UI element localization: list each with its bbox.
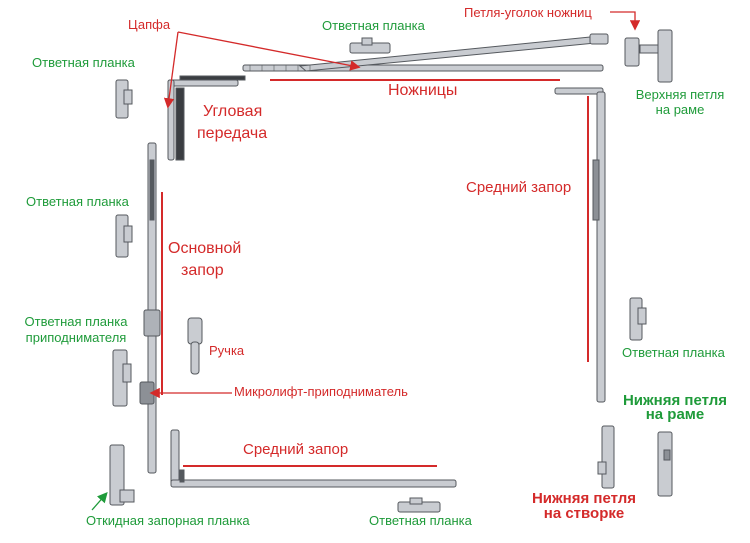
label-middle-lock-bottom: Средний запор (243, 441, 349, 458)
label-bottom-sash-hinge-2: на створке (543, 505, 625, 522)
fittings (109, 29, 673, 513)
strike-plate-left-mid (115, 214, 133, 258)
label-strike-plate-left-top: Ответная планка (32, 55, 135, 70)
tilt-strike-plate (109, 444, 135, 506)
label-tsapfa: Цапфа (128, 17, 171, 32)
label-bottom-frame-hinge-1: Нижняя петля (622, 392, 728, 409)
label-top-frame-hinge-2: на раме (655, 102, 705, 117)
lifter-strike-plate (112, 349, 132, 407)
arrow-tsapfa-2 (177, 31, 361, 71)
label-microlift: Микролифт-приподниматель (234, 384, 408, 399)
scissors-part (242, 33, 609, 72)
label-strike-plate-top: Ответная планка (322, 18, 425, 33)
label-lifter-strike-2: приподнимателя (25, 330, 127, 345)
bottom-sash-hinge (597, 425, 615, 489)
label-strike-plate-right: Ответная планка (622, 345, 725, 360)
label-corner-drive-2: передача (197, 125, 268, 142)
label-bottom-frame-hinge-2: на раме (645, 406, 705, 423)
label-strike-plate-left-mid: Ответная планка (26, 194, 129, 209)
bottom-middle-lock-bar (170, 429, 457, 488)
label-tilt-strike-plate: Откидная запорная планка (86, 513, 250, 528)
bottom-frame-hinge (657, 431, 673, 497)
label-scissors: Ножницы (388, 82, 458, 99)
strike-plate-left-top (115, 79, 133, 119)
strike-plate-right (629, 297, 647, 341)
strike-plate-bottom (397, 497, 441, 513)
main-lock-bar (139, 142, 161, 474)
label-scissor-corner-hinge: Петля-уголок ножниц (464, 5, 592, 20)
top-frame-hinge (624, 29, 673, 83)
handle-part (187, 317, 203, 375)
label-handle: Ручка (209, 343, 245, 358)
arrow-otkidnaya (91, 492, 108, 511)
label-top-frame-hinge-1: Верхняя петля (635, 87, 725, 102)
label-corner-drive-1: Угловая (203, 103, 263, 120)
label-main-lock-2: запор (181, 262, 224, 279)
sash-outline (161, 79, 589, 467)
label-bottom-sash-hinge-1: Нижняя петля (531, 490, 637, 507)
annotation-arrows (91, 11, 641, 511)
label-lifter-strike-1: Ответная планка (24, 314, 128, 329)
right-middle-lock-bar (554, 87, 606, 403)
label-strike-plate-bottom: Ответная планка (369, 513, 472, 528)
label-middle-lock-right: Средний запор (466, 179, 572, 196)
label-main-lock-1: Основной (168, 240, 242, 257)
arrow-tsapfa-1 (163, 31, 179, 109)
strike-plate-top (349, 37, 391, 54)
arrow-petlya-ugolok (610, 11, 641, 31)
